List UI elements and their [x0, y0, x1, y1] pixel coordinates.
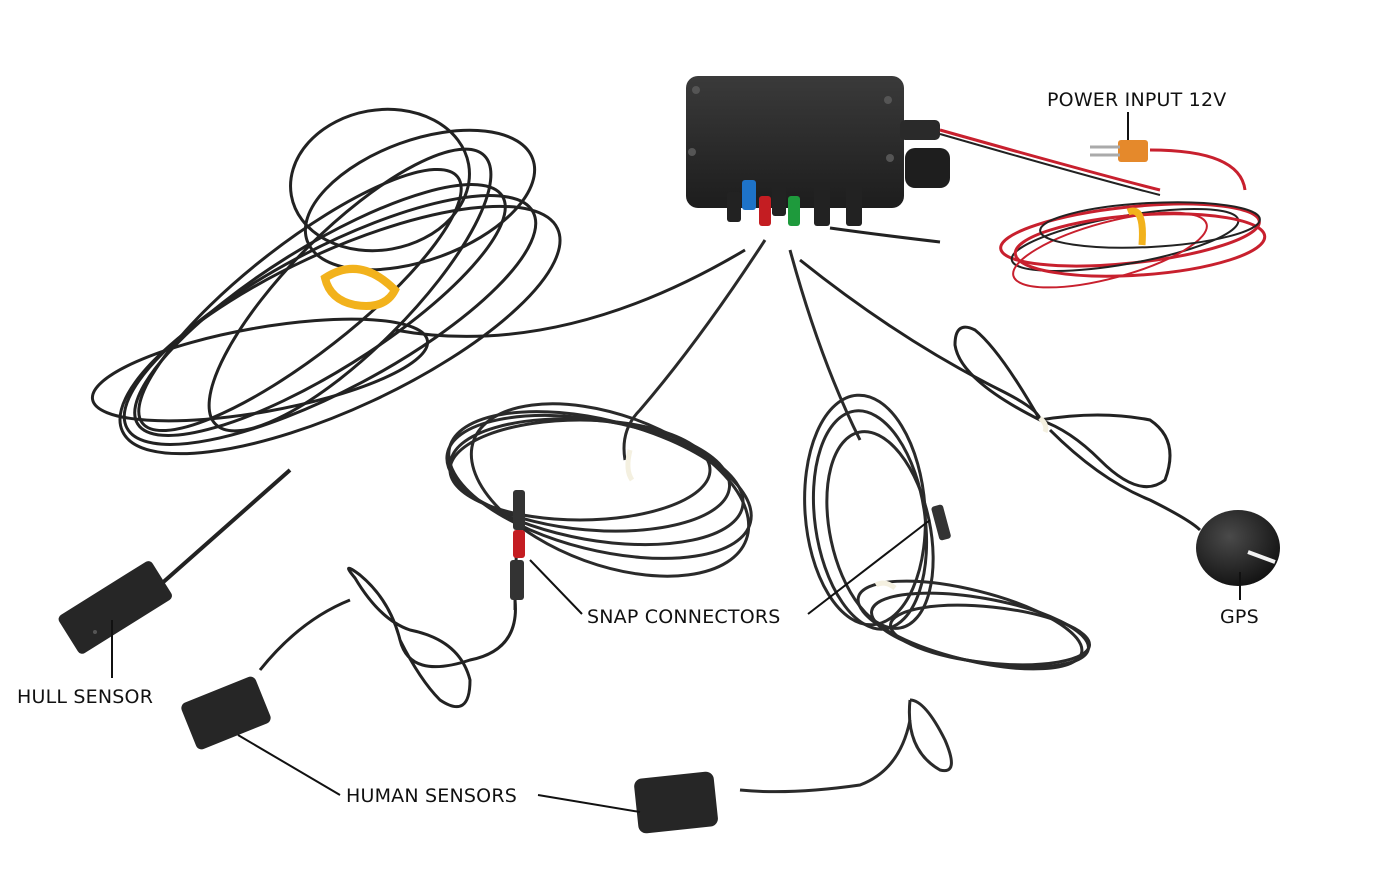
gps-label: GPS: [1220, 606, 1259, 628]
human-sensor-1-cable-coil: [445, 239, 767, 611]
hull-sensor-cable-coil: [90, 107, 746, 456]
gps-cable: [799, 258, 1202, 532]
blue-cap-icon: [742, 180, 756, 210]
hull-sensor-label: HULL SENSOR: [17, 686, 154, 708]
hull-sensor: [58, 561, 172, 654]
coil-tie: [625, 449, 635, 482]
hull-sensor-lead: [158, 468, 292, 587]
snap-connector-red: [510, 490, 525, 600]
control-box: [686, 76, 950, 244]
red-cap-icon: [759, 196, 771, 226]
human-sensors-pointer-2: [537, 794, 641, 813]
power-coil-rubber-band: [1126, 207, 1146, 246]
gps-antenna: [1196, 510, 1280, 586]
snap-connector-black: [931, 504, 951, 541]
power-input-label: POWER INPUT 12V: [1047, 89, 1227, 111]
human-sensor-2: [634, 771, 718, 834]
snap-connectors-pointer-1: [529, 559, 583, 615]
gps-tie: [1038, 416, 1049, 433]
snap-connectors-pointer-2: [807, 519, 931, 615]
human-sensor-1: [181, 676, 271, 750]
human-sensors-label: HUMAN SENSORS: [346, 785, 517, 807]
coil-tie-2: [874, 580, 897, 591]
hull-coil-rubber-band: [320, 264, 400, 310]
power-cable: [939, 128, 1267, 289]
human-sensor-2-cable-coil: [739, 249, 1091, 794]
human-sensors-pointer-1: [237, 734, 341, 796]
green-cap-icon: [788, 196, 800, 226]
human-sensor-1-lead: [258, 566, 517, 709]
snap-connectors-label: SNAP CONNECTORS: [587, 606, 781, 628]
power-input-connector: [1090, 140, 1148, 162]
